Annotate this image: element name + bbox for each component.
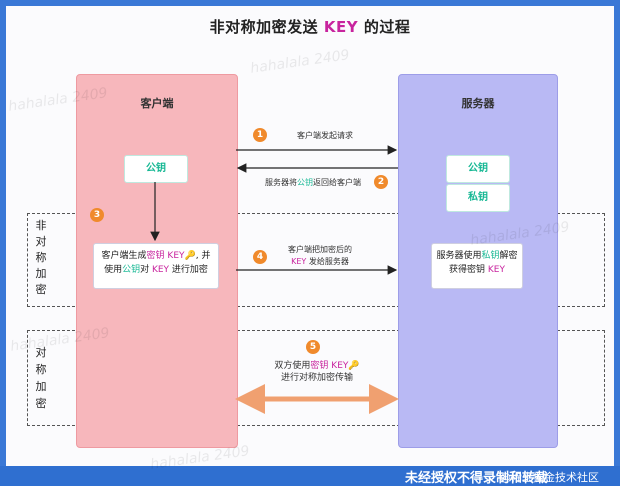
client-title: 客户端 (140, 97, 174, 110)
server-box-text: 服务器使用 (436, 251, 482, 261)
diagram-title: 非对称加密发送 KEY 的过程 (0, 16, 620, 37)
sym-char-2: 称 (35, 363, 47, 376)
symmetric-section-box (27, 330, 605, 426)
step-2-text: 服务器将公钥返回给客户端 (258, 177, 368, 189)
blue-border-left (0, 0, 6, 486)
step-2-pubkey: 公钥 (297, 178, 313, 187)
asym-char-3: 称 (35, 251, 47, 264)
step-1-badge: 1 (253, 128, 267, 142)
client-public-key: 公钥 (124, 155, 188, 183)
server-box-key: KEY (487, 265, 505, 275)
client-box-pubkey: 公钥 (122, 265, 141, 275)
title-suffix: 的过程 (358, 18, 411, 36)
server-public-key: 公钥 (446, 155, 510, 183)
client-box-line-1: 客户端生成密钥 KEY🔑, 并 (94, 249, 218, 263)
step-5-text-a: 双方使用 (274, 361, 311, 371)
step-4-line-2: KEY 发给服务器 (270, 256, 370, 268)
client-box-line-2: 使用公钥对 KEY 进行加密 (94, 263, 218, 277)
footer-bar: 未经授权不得录制和转载 @稀土掘金技术社区 (0, 466, 620, 486)
client-box-key-word: 密钥 (146, 251, 165, 261)
step-3-badge: 3 (90, 208, 104, 222)
step-5-line-1: 双方使用密钥 KEY🔑 (262, 360, 372, 372)
client-box-key-2: KEY (151, 265, 170, 275)
server-title: 服务器 (461, 97, 495, 110)
footer-brand: @稀土掘金技术社区 (500, 471, 599, 484)
asym-char-2: 对 (35, 235, 47, 248)
step-2-badge: 2 (374, 175, 388, 189)
asymmetric-label: 非 对 称 加 密 (34, 218, 48, 298)
step-5-text: 双方使用密钥 KEY🔑 进行对称加密传输 (262, 360, 372, 384)
sym-char-4: 密 (35, 397, 47, 410)
title-key: KEY (323, 18, 359, 36)
client-box-text: 客户端生成 (101, 251, 147, 261)
client-box-text-4: 对 (140, 265, 152, 275)
client-box-text-2: 🔑, 并 (184, 251, 211, 261)
symmetric-label: 对 称 加 密 (34, 344, 48, 412)
client-box-text-5: 进行加密 (169, 265, 208, 275)
sym-char-3: 加 (35, 380, 47, 393)
blue-border-right (614, 0, 620, 486)
step-4-line-1: 客户端把加密后的 (288, 245, 352, 254)
server-box-text-2: 解密 (499, 251, 518, 261)
server-box-text-3: 获得密钥 (449, 265, 488, 275)
step-5-badge: 5 (306, 340, 320, 354)
blue-border-bottom (0, 466, 620, 486)
server-box-line-1: 服务器使用私钥解密 (432, 249, 522, 263)
step-4-text: 客户端把加密后的 KEY 发给服务器 (270, 244, 370, 268)
step-2-text-a: 服务器将 (265, 178, 297, 187)
step-4-key: KEY (291, 257, 307, 266)
server-decrypt-box: 服务器使用私钥解密 获得密钥 KEY (431, 243, 523, 289)
client-encrypt-box: 客户端生成密钥 KEY🔑, 并 使用公钥对 KEY 进行加密 (93, 243, 219, 289)
step-5-key: KEY🔑 (328, 361, 360, 371)
step-5-key-word: 密钥 (310, 361, 329, 371)
server-private-key: 私钥 (446, 184, 510, 212)
footer-notice: 未经授权不得录制和转载 (405, 471, 549, 486)
asym-char-4: 加 (35, 267, 47, 280)
asym-char-5: 密 (35, 283, 47, 296)
client-box-text-3: 使用 (104, 265, 123, 275)
server-box-line-2: 获得密钥 KEY (432, 263, 522, 277)
asym-char-1: 非 (35, 219, 47, 232)
step-2-text-c: 返回给客户端 (313, 178, 361, 187)
sym-char-1: 对 (35, 346, 47, 359)
server-box-privkey: 私钥 (481, 251, 500, 261)
blue-border-top (0, 0, 620, 6)
step-4-text-b: 发给服务器 (306, 257, 349, 266)
asymmetric-section-box (27, 213, 605, 307)
client-box-key: KEY (164, 251, 185, 261)
step-5-line-2: 进行对称加密传输 (280, 373, 353, 383)
step-1-text: 客户端发起请求 (297, 131, 353, 140)
title-prefix: 非对称加密发送 (209, 18, 324, 36)
step-4-badge: 4 (253, 250, 267, 264)
